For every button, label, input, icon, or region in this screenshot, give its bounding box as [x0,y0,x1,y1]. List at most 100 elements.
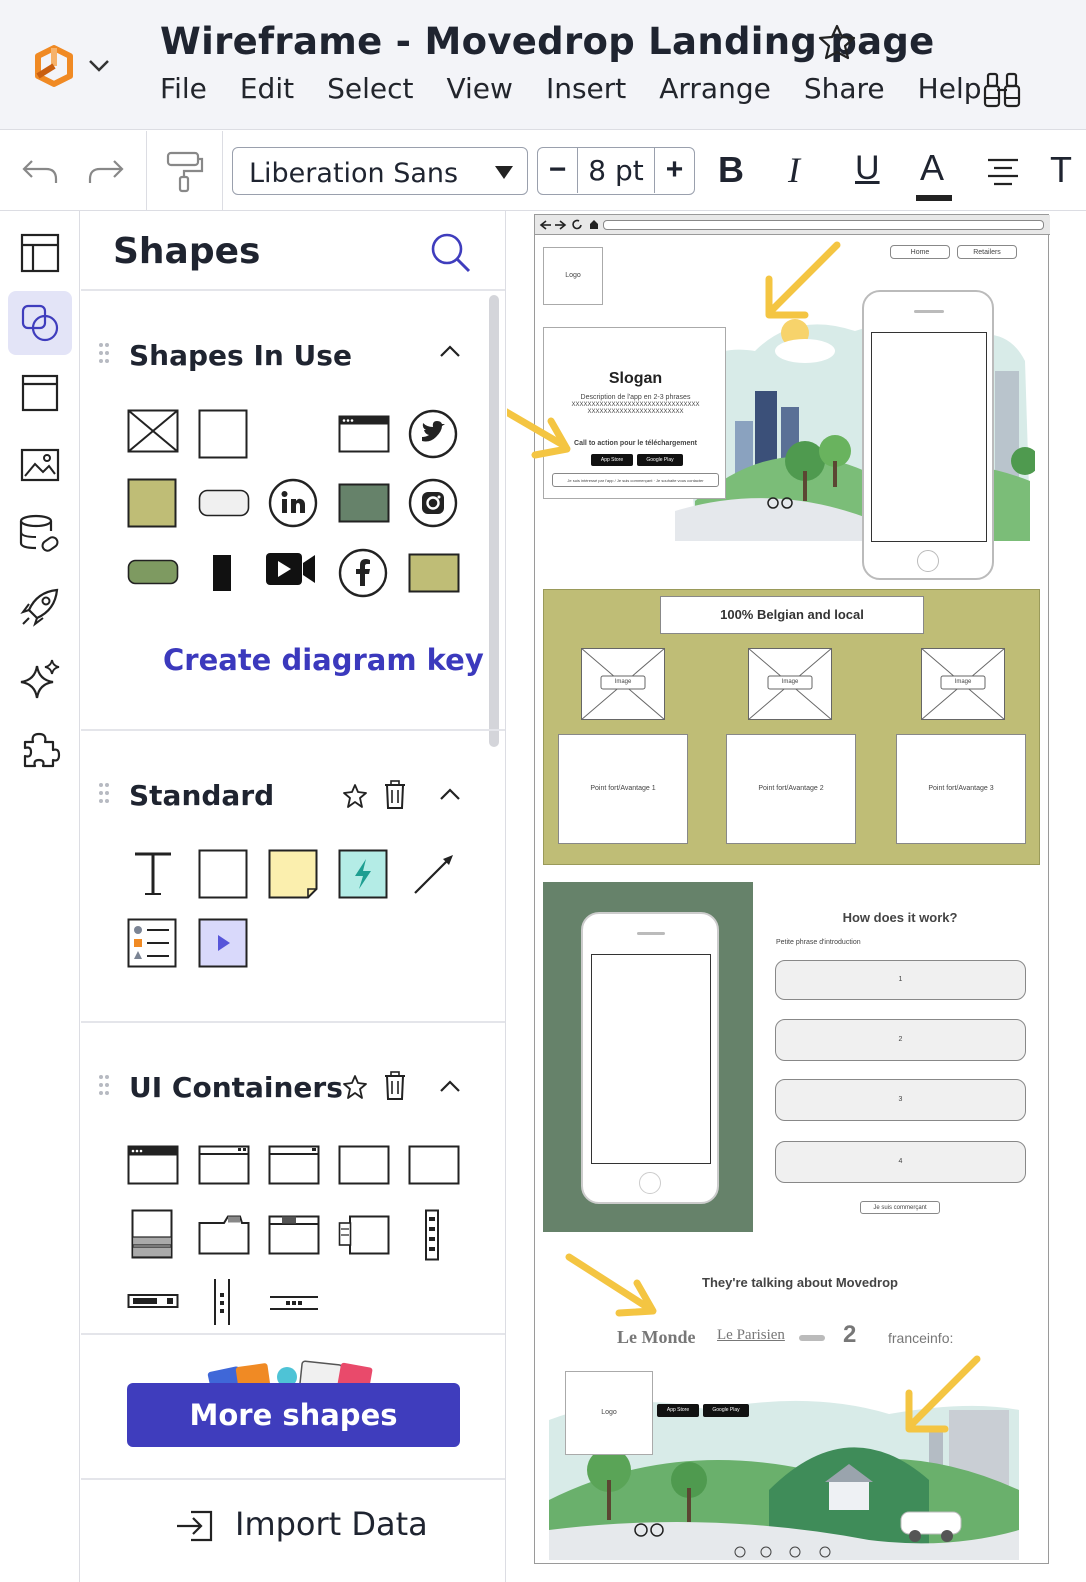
green-pill-shape[interactable] [127,559,179,585]
step-4[interactable]: 4 [775,1141,1026,1183]
font-size-increase-button[interactable]: + [654,148,694,193]
chevron-up-icon[interactable] [438,1078,462,1094]
section-title-shapes-in-use[interactable]: Shapes In Use [129,339,352,372]
feature-image-1[interactable]: Image [581,648,665,720]
shapes-icon[interactable] [8,291,72,355]
app-store-badge[interactable]: App Store [591,454,633,466]
vertical-toolbar-shape[interactable] [423,1209,443,1261]
font-family-select[interactable]: Liberation Sans [232,147,528,195]
box-container-shape[interactable] [408,1145,460,1185]
sparkle-ai-icon[interactable] [8,647,72,711]
browser-container-shape[interactable] [127,1145,179,1185]
bold-button[interactable]: B [718,149,744,190]
tabbed-container-shape[interactable] [268,1215,320,1255]
diagram-canvas[interactable]: Home Retailers Logo Sloga [507,211,1086,1582]
panel-container-shape[interactable] [268,1145,320,1185]
rounded-button-shape[interactable] [198,489,250,517]
slogan-card[interactable]: Slogan Description de l'app en 2-3 phras… [543,327,726,499]
text-tool-icon[interactable] [133,851,173,897]
horizontal-toolbar-shape[interactable] [127,1293,179,1309]
import-icon[interactable] [175,1509,215,1543]
list-card-shape[interactable] [127,918,177,968]
undo-icon[interactable] [20,155,60,187]
footer-app-store-badge[interactable]: App Store [657,1404,699,1417]
import-data-button[interactable]: Import Data [235,1505,428,1543]
action-block-shape[interactable] [338,849,388,899]
feature-image-2[interactable]: Image [748,648,832,720]
align-center-icon[interactable] [986,157,1020,187]
folder-tab-container-shape[interactable] [198,1215,250,1255]
create-diagram-key-link[interactable]: Create diagram key [163,643,484,677]
feature-card-1[interactable]: Point fort/Avantage 1 [558,734,688,844]
step-3[interactable]: 3 [775,1079,1026,1121]
chevron-up-icon[interactable] [438,786,462,802]
wireframe-page[interactable]: Home Retailers Logo Sloga [507,214,1050,1564]
cta-secondary-button[interactable]: Je suis intéressé par l'app / Je suis co… [552,473,719,487]
star-icon[interactable] [818,24,856,60]
olive-rectangle-shape[interactable] [127,478,177,528]
data-link-icon[interactable] [8,503,72,567]
panel-scrollbar[interactable] [489,295,499,747]
drag-handle-icon[interactable] [99,1075,111,1099]
browser-window-shape[interactable] [338,415,390,453]
phone-mockup[interactable] [581,912,719,1204]
document-title[interactable]: Wireframe - Movedrop Landing page [160,20,935,63]
green-rectangle-shape[interactable] [338,483,390,523]
features-section[interactable]: 100% Belgian and local Image Image Image… [543,589,1040,865]
window-container-shape[interactable] [198,1145,250,1185]
drag-handle-icon[interactable] [99,343,111,367]
belgian-banner[interactable]: 100% Belgian and local [660,596,924,634]
stacked-container-shape[interactable] [131,1209,173,1259]
star-icon[interactable] [342,783,368,809]
how-phone-panel[interactable] [543,882,753,1232]
menu-arrange[interactable]: Arrange [659,72,771,105]
google-play-badge[interactable]: Google Play [637,454,683,466]
trash-icon[interactable] [383,780,407,810]
pages-icon[interactable] [8,221,72,285]
drag-handle-icon[interactable] [99,783,111,807]
menu-view[interactable]: View [446,72,513,105]
merchant-button[interactable]: Je suis commerçant [860,1201,940,1214]
feature-card-2[interactable]: Point fort/Avantage 2 [726,734,856,844]
video-block-shape[interactable] [198,918,248,968]
section-title-ui-containers[interactable]: UI Containers [129,1071,343,1104]
text-color-button[interactable]: A [916,147,952,201]
olive-banner-shape[interactable] [408,553,460,593]
plain-container-shape[interactable] [338,1145,390,1185]
format-painter-icon[interactable] [164,149,204,193]
feature-image-3[interactable]: Image [921,648,1005,720]
vertical-bar-shape[interactable] [211,553,235,593]
feature-card-3[interactable]: Point fort/Avantage 3 [896,734,1026,844]
text-options-button[interactable]: T [1050,149,1072,190]
image-placeholder-shape[interactable] [127,409,179,453]
menu-edit[interactable]: Edit [239,72,295,105]
menu-select[interactable]: Select [327,72,414,105]
integrations-puzzle-icon[interactable] [8,717,72,781]
app-logo-icon[interactable] [34,44,74,88]
menu-help[interactable]: Help [917,72,982,105]
linkedin-icon[interactable] [268,478,318,528]
trash-icon[interactable] [383,1071,407,1101]
nav-retailers-button[interactable]: Retailers [957,245,1017,259]
step-2[interactable]: 2 [775,1019,1026,1061]
search-icon[interactable] [429,231,473,275]
menu-share[interactable]: Share [803,72,885,105]
logo-placeholder[interactable]: Logo [543,247,603,305]
nav-home-button[interactable]: Home [890,245,950,259]
underline-button[interactable]: U [855,149,880,187]
star-icon[interactable] [342,1074,368,1100]
binoculars-icon[interactable] [982,70,1022,110]
vertical-divider-shape[interactable] [211,1277,235,1327]
redo-icon[interactable] [86,155,126,187]
footer-logo-placeholder[interactable]: Logo [565,1371,653,1455]
font-size-input[interactable]: 8 pt [588,154,644,187]
frame-icon[interactable] [8,361,72,425]
italic-button[interactable]: I [788,150,800,190]
instagram-icon[interactable] [408,478,458,528]
more-shapes-button[interactable]: More shapes [127,1383,460,1447]
step-1[interactable]: 1 [775,960,1026,1000]
sticky-note-shape[interactable] [268,849,318,899]
phone-mockup[interactable] [862,290,994,580]
sidebar-container-shape[interactable] [338,1215,390,1255]
video-camera-icon[interactable] [265,551,317,587]
